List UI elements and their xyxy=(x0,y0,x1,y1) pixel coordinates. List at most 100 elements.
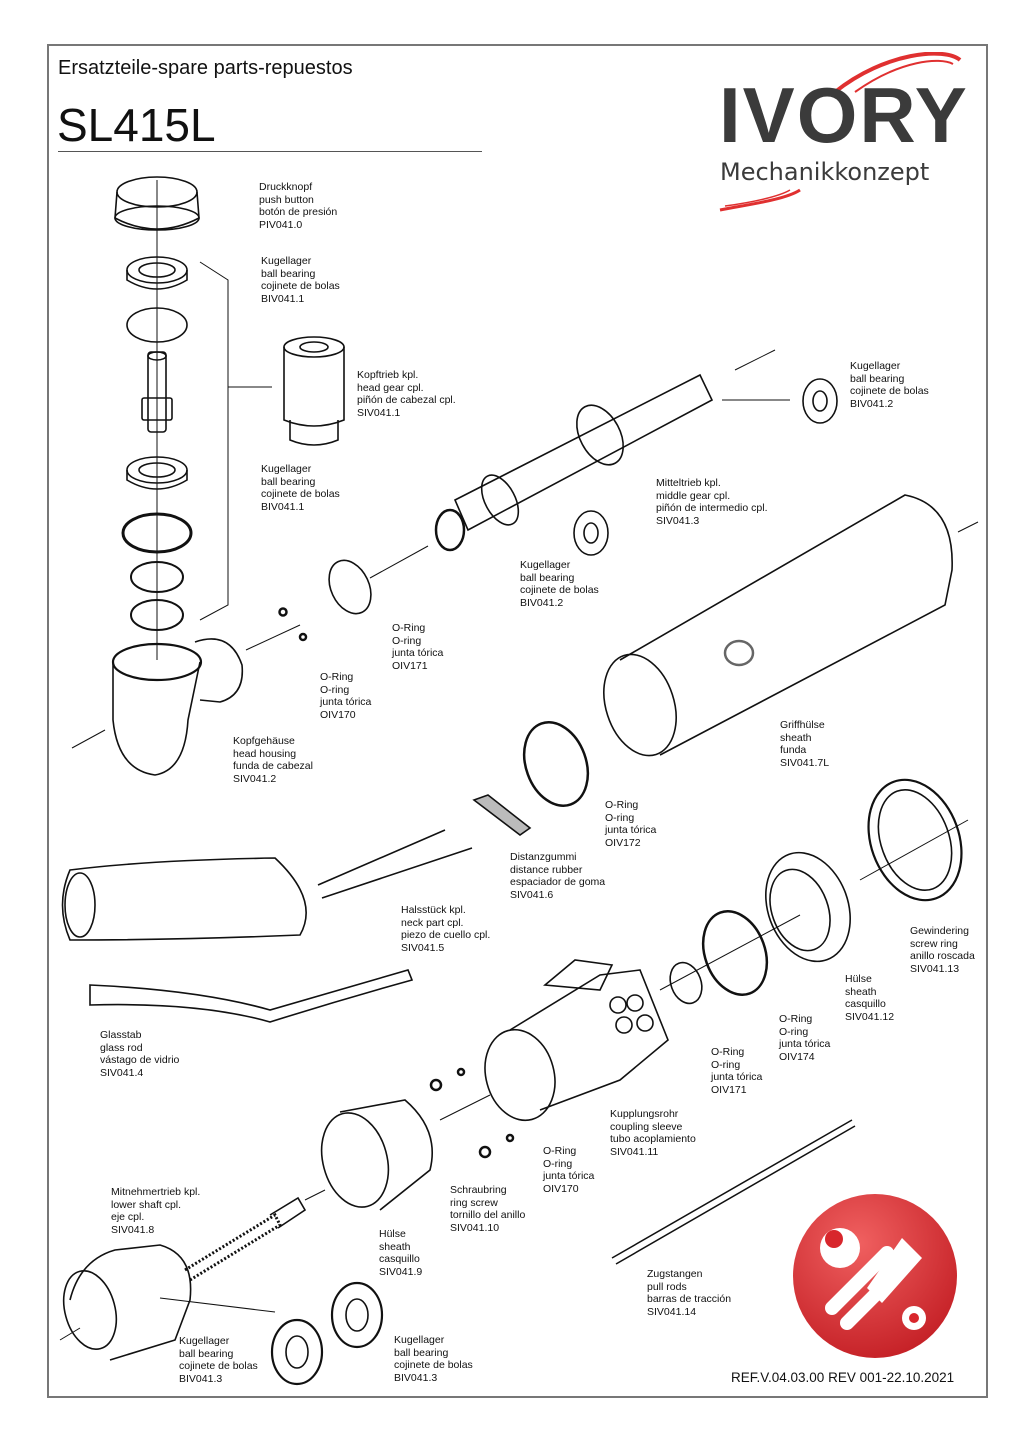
part-name-de: Glasstab xyxy=(100,1029,142,1041)
part-name-en: ball bearing xyxy=(394,1346,449,1359)
part-name-en: pull rods xyxy=(647,1280,687,1293)
part-name-de: Kugellager xyxy=(850,360,901,372)
part-name-en: O-ring xyxy=(711,1058,741,1071)
part-name-de: O-Ring xyxy=(392,622,426,634)
part-name-es: junta tórica xyxy=(779,1038,831,1051)
part-name-en: neck part cpl. xyxy=(401,916,464,929)
part-name-de: Halsstück kpl. xyxy=(401,904,466,916)
logo-tagline: Mechanikkonzept xyxy=(720,158,930,186)
part-name-es: junta tórica xyxy=(711,1071,763,1084)
part-name-code: OIV174 xyxy=(779,1050,815,1063)
part-name-en: ring screw xyxy=(450,1196,498,1209)
part-name-de: Mitteltrieb kpl. xyxy=(656,477,721,489)
part-name-de: Mitnehmertrieb kpl. xyxy=(111,1186,201,1198)
part-name-code: SIV041.13 xyxy=(910,962,960,975)
part-name-code: BIV041.1 xyxy=(261,500,305,513)
part-name-de: Hülse xyxy=(845,973,872,985)
part-name-code: SIV041.4 xyxy=(100,1066,144,1079)
part-name-en: O-ring xyxy=(605,811,635,824)
part-name-es: botón de presión xyxy=(259,206,338,219)
part-name-code: SIV041.2 xyxy=(233,772,277,785)
document-reference: REF.V.04.03.00 REV 001-22.10.2021 xyxy=(731,1370,955,1385)
part-name-en: O-ring xyxy=(779,1025,809,1038)
part-name-code: BIV041.2 xyxy=(850,397,894,410)
part-name-code: OIV171 xyxy=(711,1083,747,1096)
part-name-code: OIV170 xyxy=(543,1182,579,1195)
part-name-en: lower shaft cpl. xyxy=(111,1198,182,1211)
part-name-es: anillo roscada xyxy=(910,950,975,963)
part-name-es: cojinete de bolas xyxy=(261,280,340,293)
part-name-code: SIV041.6 xyxy=(510,888,554,901)
part-name-es: cojinete de bolas xyxy=(394,1359,473,1372)
part-name-es: espaciador de goma xyxy=(510,876,606,889)
part-name-code: SIV041.12 xyxy=(845,1010,895,1023)
part-name-en: head gear cpl. xyxy=(357,381,424,394)
part-name-en: ball bearing xyxy=(179,1347,234,1360)
part-name-es: eje cpl. xyxy=(111,1211,145,1224)
part-name-en: sheath xyxy=(845,985,877,998)
part-name-de: Kopfgehäuse xyxy=(233,735,295,747)
part-name-code: SIV041.10 xyxy=(450,1221,500,1234)
sheath-siv041-9 xyxy=(320,1099,433,1211)
part-name-code: BIV041.1 xyxy=(261,292,305,305)
part-name-code: SIV041.9 xyxy=(379,1265,423,1278)
model-title: SL415L xyxy=(57,99,216,151)
part-name-es: junta tórica xyxy=(543,1170,595,1183)
o-ring xyxy=(669,961,703,1005)
part-name-code: OIV171 xyxy=(392,659,428,672)
o-ring xyxy=(522,721,590,807)
part-name-en: distance rubber xyxy=(510,863,583,876)
part-name-en: ball bearing xyxy=(261,267,316,280)
part-name-es: barras de tracción xyxy=(647,1293,732,1306)
ball-bearing-biv041-3-left xyxy=(270,1318,324,1386)
part-name-es: piñón de cabezal cpl. xyxy=(357,394,456,407)
part-name-en: sheath xyxy=(379,1240,411,1253)
grip-sheath-part xyxy=(603,494,953,757)
coupling-sleeve-part xyxy=(484,959,669,1122)
logo-swoosh-icon xyxy=(719,52,962,212)
part-name-en: ball bearing xyxy=(520,571,575,584)
part-name-de: Kugellager xyxy=(261,255,312,267)
part-name-en: ball bearing xyxy=(261,475,316,488)
part-name-code: SIV041.3 xyxy=(656,514,700,527)
document-subtitle: Ersatzteile-spare parts-repuestos xyxy=(58,57,353,79)
ball-bearing-biv041-3-right xyxy=(330,1281,384,1349)
part-name-code: OIV170 xyxy=(320,708,356,721)
part-name-es: cojinete de bolas xyxy=(179,1360,258,1373)
ball-bearing-biv041-2-lower xyxy=(573,510,609,556)
part-name-en: O-ring xyxy=(392,634,422,647)
part-name-en: screw ring xyxy=(910,937,958,950)
part-name-de: O-Ring xyxy=(543,1145,577,1157)
part-name-de: Druckknopf xyxy=(259,181,313,193)
part-name-de: Gewindering xyxy=(910,925,969,937)
part-name-de: Hülse xyxy=(379,1228,406,1240)
part-name-code: SIV041.8 xyxy=(111,1223,155,1236)
part-name-code: BIV041.2 xyxy=(520,596,564,609)
part-name-es: tubo acoplamiento xyxy=(610,1133,696,1146)
part-label-siv041-1: Kopftrieb kpl.head gear cpl.piñón de cab… xyxy=(357,369,456,419)
part-label-siv041-3: Mitteltrieb kpl.middle gear cpl.piñón de… xyxy=(656,477,768,527)
glass-rod-part xyxy=(89,969,414,1023)
part-name-code: SIV041.11 xyxy=(610,1145,659,1158)
part-name-en: coupling sleeve xyxy=(610,1120,683,1133)
logo-wordmark: IVORY xyxy=(719,71,969,159)
tools-badge-icon xyxy=(792,1193,958,1359)
brand-logo: IVORY Mechanikkonzept xyxy=(715,52,977,214)
part-name-es: vástago de vidrio xyxy=(100,1054,180,1067)
part-name-en: push button xyxy=(259,193,314,206)
part-name-en: head housing xyxy=(233,747,297,760)
part-name-en: ball bearing xyxy=(850,372,905,385)
distance-rubber-part xyxy=(472,794,532,836)
